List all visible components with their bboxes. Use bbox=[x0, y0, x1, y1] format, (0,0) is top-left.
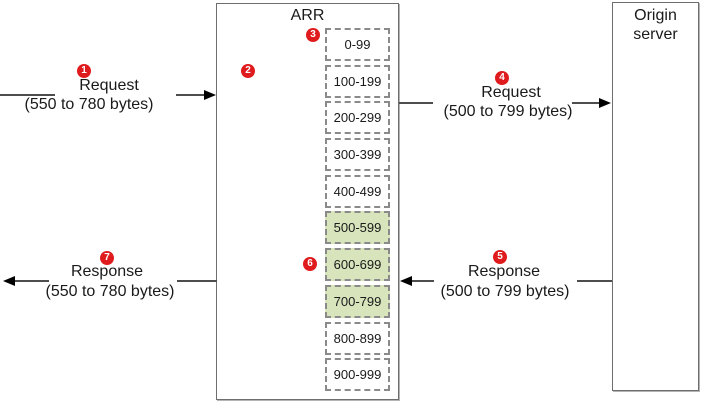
arrowhead-left-icon bbox=[400, 276, 412, 286]
step-badge-5: 5 bbox=[493, 250, 507, 264]
client-response-label: Response bbox=[70, 263, 144, 280]
step-badge-3: 3 bbox=[306, 28, 320, 42]
origin-request-line bbox=[399, 102, 433, 104]
origin-server-title: Origin server bbox=[612, 6, 699, 44]
arr-box-title: ARR bbox=[290, 7, 325, 24]
arrowhead-right-icon bbox=[204, 90, 216, 100]
segment-row-900-999: 900-999 bbox=[325, 358, 390, 392]
segment-row-500-599: 500-599 bbox=[325, 211, 390, 245]
origin-request-line bbox=[572, 102, 600, 104]
origin-server-box bbox=[612, 2, 699, 391]
origin-server-title-line1: Origin bbox=[634, 7, 677, 24]
segment-row-400-499: 400-499 bbox=[325, 174, 390, 208]
client-request-line bbox=[176, 94, 205, 96]
origin-response-line bbox=[577, 280, 612, 282]
segment-row-300-399: 300-399 bbox=[325, 138, 390, 172]
client-response-line bbox=[15, 280, 49, 282]
segment-row-200-299: 200-299 bbox=[325, 101, 390, 135]
client-request-bytes: (550 to 780 bytes) bbox=[24, 96, 154, 113]
origin-response-bytes: (500 to 799 bytes) bbox=[440, 283, 570, 300]
arrowhead-left-icon bbox=[3, 276, 15, 286]
segment-row-0-99: 0-99 bbox=[325, 28, 390, 61]
step-badge-2: 2 bbox=[241, 64, 255, 78]
origin-response-line bbox=[412, 280, 434, 282]
segment-row-700-799: 700-799 bbox=[325, 284, 390, 318]
client-response-bytes: (550 to 780 bytes) bbox=[45, 283, 175, 300]
segment-row-100-199: 100-199 bbox=[325, 64, 390, 98]
client-request-label: Request bbox=[79, 77, 139, 94]
client-request-line bbox=[0, 94, 55, 96]
origin-response-label: Response bbox=[467, 263, 541, 280]
arrowhead-right-icon bbox=[599, 98, 611, 108]
step-badge-7: 7 bbox=[100, 251, 114, 265]
origin-request-bytes: (500 to 799 bytes) bbox=[443, 103, 573, 120]
client-response-line bbox=[177, 280, 217, 282]
origin-server-title-line2: server bbox=[633, 26, 678, 43]
step-badge-1: 1 bbox=[77, 64, 91, 78]
step-badge-4: 4 bbox=[495, 71, 509, 85]
segment-row-800-899: 800-899 bbox=[325, 321, 390, 355]
origin-request-label: Request bbox=[481, 84, 541, 101]
step-badge-6: 6 bbox=[303, 257, 317, 271]
segment-row-600-699: 600-699 bbox=[325, 248, 390, 282]
